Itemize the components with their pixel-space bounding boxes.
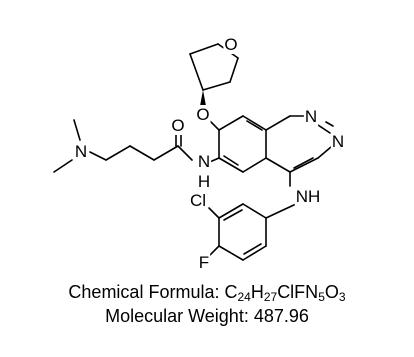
formula-c-count: 24 [237,290,251,304]
formula-n-count: 5 [318,290,325,304]
chain-bond-2 [129,145,155,161]
formula-label: Chemical Formula: [68,282,225,302]
amide-nitrogen-label: N [198,152,210,171]
ether-oxygen-label: O [196,105,209,124]
aniline-nh-label: NH [296,187,321,206]
amide-hydrogen-label: H [198,172,210,191]
atom-label-background [73,142,89,161]
atom-label-background [223,35,239,54]
formula-h-count: 27 [263,290,278,304]
aniline-ring [218,203,267,261]
atom-label-background [303,107,319,126]
formula-h: H [250,282,264,302]
atom-label-background [196,172,212,191]
atom-label-background [294,187,322,206]
benzene-ring-quinazoline [218,115,267,173]
weight-value: 487.96 [253,306,309,326]
chain-bond-1 [153,145,179,161]
fluorine-label: F [199,253,209,272]
quinazoline-n1-label: N [305,107,317,126]
formula-clfn: ClFN [277,282,319,302]
carbonyl-oxygen-label: O [171,116,184,135]
quinazoline-n3-label: N [332,132,344,151]
atom-label-background [330,132,346,151]
chlorine-label: Cl [190,191,206,210]
amide-n-carbonyl-bond [177,145,193,161]
pyrimidine-ring [265,115,334,173]
amine-nitrogen-label: N [75,142,87,161]
formula-c: C [224,282,238,302]
cl-bond [208,207,220,219]
atom-label-background [196,152,212,171]
f-bond [208,245,220,257]
n-methyl-bond-1 [73,119,81,141]
thf-oxygen-label: O [224,35,237,54]
n-methyl-bond-2 [53,159,73,173]
atom-label-background [195,105,211,124]
atom-label-background [170,116,186,135]
chemical-formula: Chemical Formula: C24H27ClFN5O3 [0,282,414,303]
nh-ring-bond [265,203,297,219]
molecular-weight: Molecular Weight: 487.96 [0,306,414,327]
thf-ring [189,43,239,91]
formula-o: O [324,282,339,302]
atom-label-background [188,191,208,210]
weight-label: Molecular Weight: [105,306,254,326]
atom-label-background [197,253,211,272]
formula-o-count: 3 [338,290,346,304]
stereo-wedge [200,90,206,106]
chain-bond-4 [89,151,107,161]
chain-bond-3 [105,145,131,161]
